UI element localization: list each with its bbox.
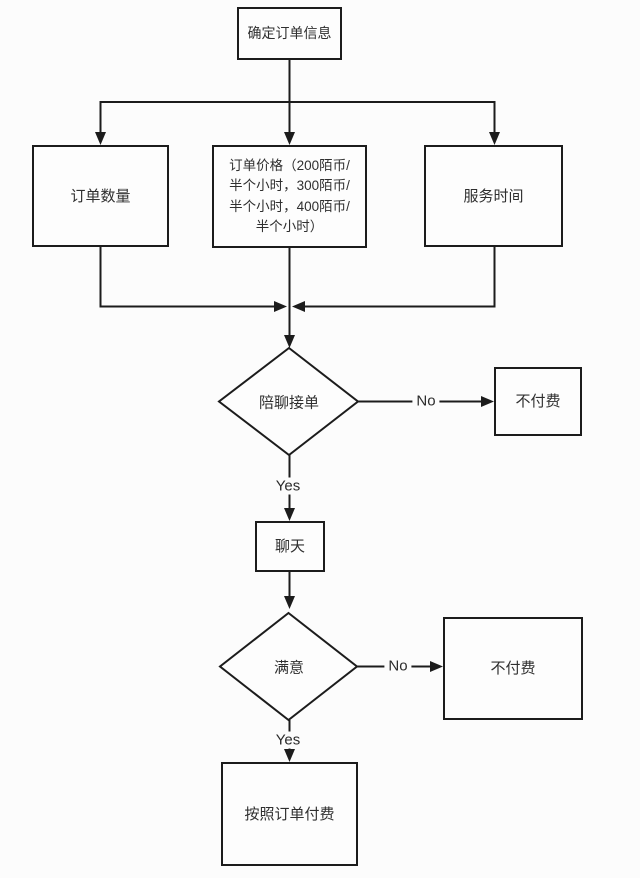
edge-branch-to-order-price [284,102,295,145]
node-order-quantity: 订单数量 [32,145,169,247]
node-no-pay-top: 不付费 [494,367,582,436]
edge-label-satisfied-yes: Yes [271,731,305,749]
node-no-pay-top-label: 不付费 [515,393,561,410]
node-service-time-label: 服务时间 [463,187,524,205]
decision-satisfied-shape [218,611,359,722]
edge-label-chat-accept-no: No [412,392,440,410]
node-no-pay-bottom: 不付费 [443,617,583,720]
node-pay-by-order-label: 按照订单付费 [244,805,335,823]
edge-branch-to-service-time [489,101,500,145]
decision-satisfied-label: 满意 [273,659,305,677]
edge-order-price-to-chat-accept [284,248,295,348]
edge-confirm-to-branch [100,60,495,103]
edge-label-chat-accept-yes: Yes [271,477,305,495]
node-pay-by-order: 按照订单付费 [221,762,358,866]
node-confirm-order: 确定订单信息 [237,7,342,60]
edge-service-time-to-merge [292,247,496,312]
edge-label-satisfied-no: No [384,657,412,675]
edge-chat-to-satisfied [284,572,295,609]
decision-chat-accept-label: 陪聊接单 [258,394,320,412]
edge-branch-to-order-quantity [95,101,106,145]
node-no-pay-bottom-label: 不付费 [490,660,536,677]
node-order-price-label: 订单价格（200陌币/ 半个小时，300陌币/ 半个小时，400陌币/ 半个小时… [229,158,350,234]
node-service-time: 服务时间 [424,145,563,247]
node-confirm-order-label: 确定订单信息 [247,24,332,41]
node-chat: 聊天 [255,521,325,572]
edge-order-quantity-to-merge [99,247,287,312]
decision-chat-accept-shape [217,346,360,457]
node-chat-label: 聊天 [274,538,305,555]
node-order-price: 订单价格（200陌币/ 半个小时，300陌币/ 半个小时，400陌币/ 半个小时… [212,145,367,248]
node-order-quantity-label: 订单数量 [70,187,131,205]
